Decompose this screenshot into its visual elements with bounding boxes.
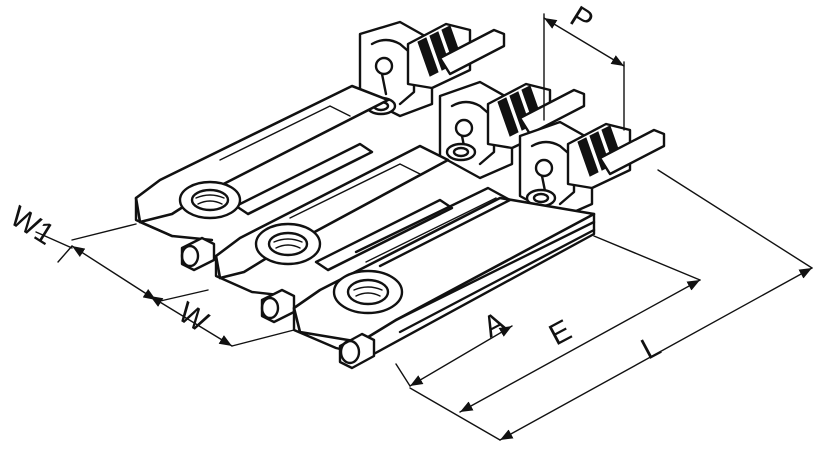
dimension-l: [409, 169, 813, 441]
fin-set-3: [566, 122, 666, 190]
label-l: L: [636, 329, 666, 366]
rear-terminal-2: [438, 80, 586, 180]
plate-3: [292, 186, 596, 370]
dimension-p: [543, 13, 625, 131]
plate-2: [214, 144, 454, 324]
label-e: E: [544, 314, 577, 353]
rear-terminal-1: [358, 20, 506, 118]
label-a: A: [478, 306, 511, 345]
label-w1: W1: [4, 200, 60, 252]
dimension-w: [149, 295, 295, 347]
rear-terminal-3: [518, 120, 666, 220]
fin-set-1: [406, 22, 506, 90]
plate-1: [134, 84, 390, 272]
label-w: W: [172, 296, 214, 339]
